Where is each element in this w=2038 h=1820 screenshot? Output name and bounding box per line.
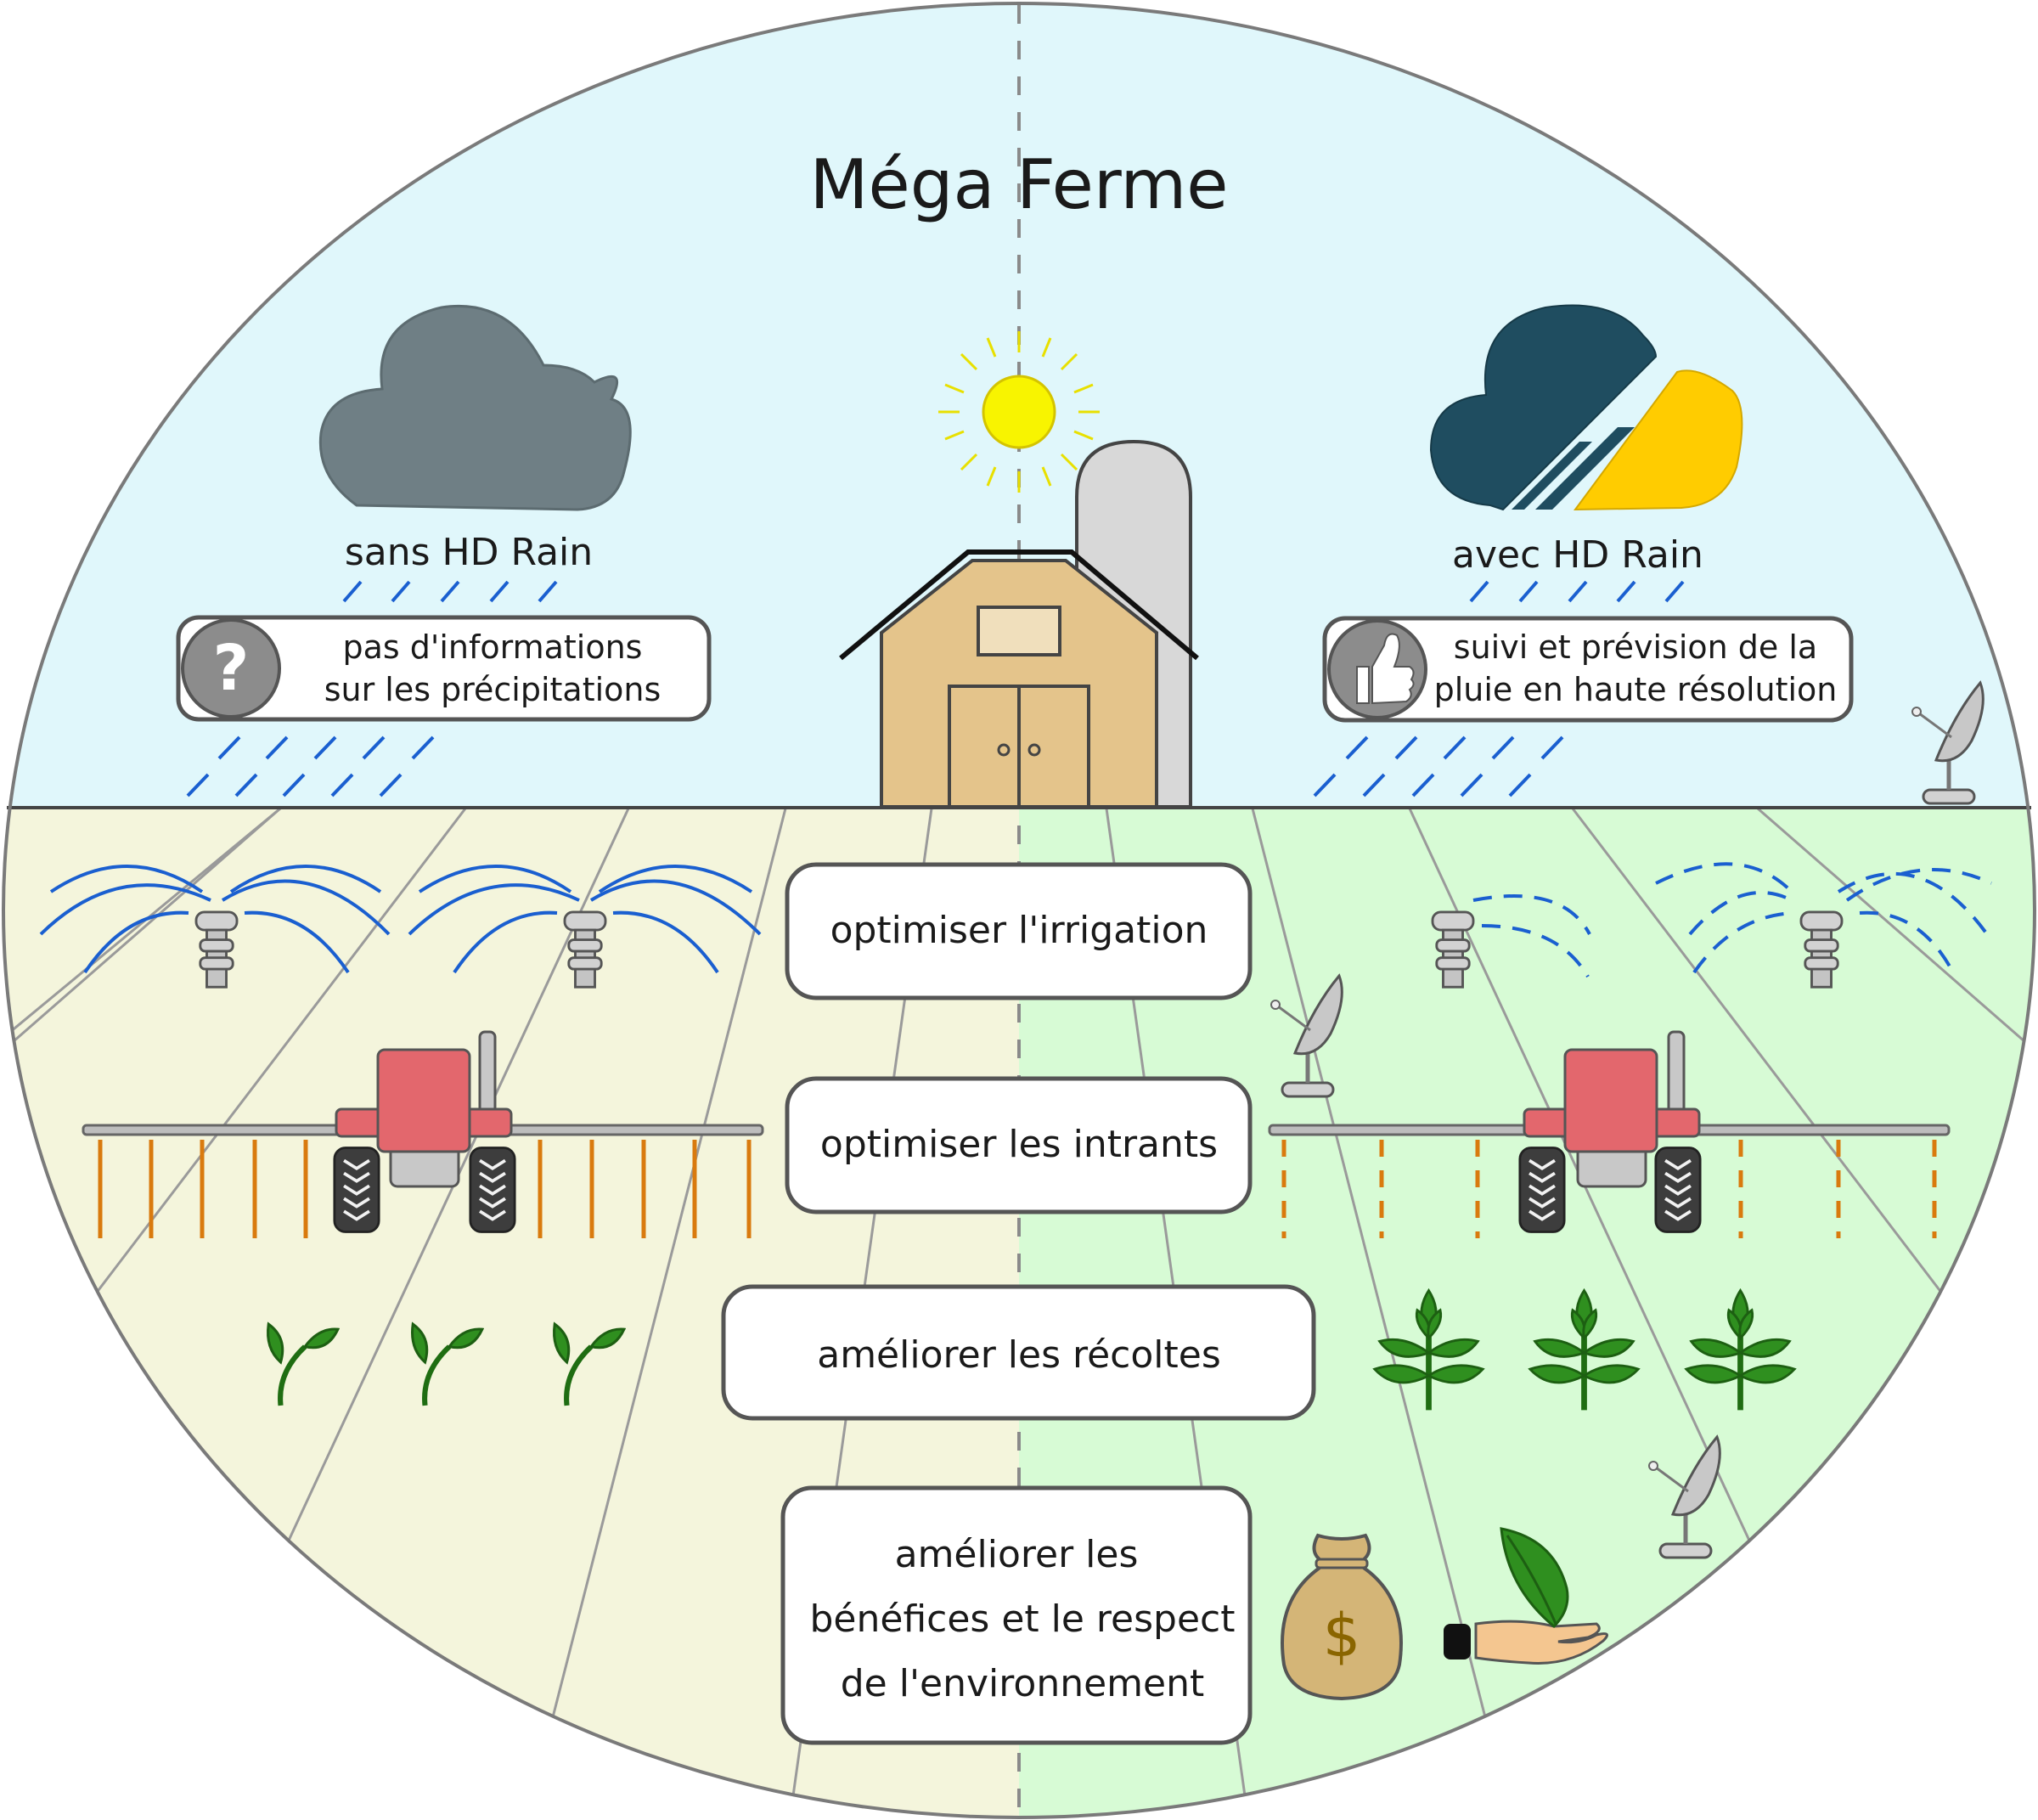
right-label: avec HD Rain — [1452, 533, 1703, 577]
svg-text:bénéfices et le respect: bénéfices et le respect — [810, 1597, 1236, 1641]
left-rain-top — [342, 580, 558, 603]
svg-text:améliorer les récoltes: améliorer les récoltes — [817, 1333, 1221, 1377]
page-title: Méga Ferme — [810, 145, 1229, 224]
left-label: sans HD Rain — [345, 531, 593, 574]
barn-icon — [839, 549, 1199, 809]
right-callout-line2: pluie en haute résolution — [1434, 671, 1838, 708]
svg-text:de l'environnement: de l'environnement — [841, 1662, 1204, 1705]
left-callout: ? pas d'informations sur les précipitati… — [176, 615, 712, 722]
grey-cloud-icon — [318, 304, 632, 511]
right-rain-top — [1469, 580, 1685, 603]
left-rain-bottom — [186, 735, 435, 797]
benefit-inputs: optimiser les intrants — [785, 1076, 1253, 1214]
right-rain-bottom — [1313, 735, 1564, 797]
svg-text:optimiser l'irrigation: optimiser l'irrigation — [830, 909, 1208, 952]
svg-text:?: ? — [213, 632, 250, 705]
money-bag-icon: $ — [1281, 1533, 1403, 1701]
benefit-profit-environment: améliorer les bénéfices et le respect de… — [780, 1485, 1253, 1745]
left-callout-line1: pas d'informations — [343, 628, 643, 666]
svg-text:optimiser les intrants: optimiser les intrants — [820, 1123, 1218, 1166]
question-icon — [181, 618, 281, 718]
benefit-irrigation: optimiser l'irrigation — [785, 862, 1253, 1000]
right-tractor-icon — [1268, 1030, 1951, 1238]
left-callout-line2: sur les précipitations — [324, 671, 662, 708]
left-tractor-icon — [82, 1030, 764, 1238]
sun-icon — [938, 331, 1100, 493]
hand-leaf-icon — [1444, 1527, 1608, 1665]
left-irrigation-spray — [39, 865, 762, 974]
svg-text:$: $ — [1323, 1601, 1361, 1671]
svg-text:améliorer les: améliorer les — [895, 1533, 1139, 1576]
right-callout: suivi et prévision de la pluie en haute … — [1322, 616, 1854, 723]
right-irrigation-spray — [1472, 862, 1992, 978]
hd-rain-logo-icon — [1429, 304, 1743, 511]
benefit-harvest: améliorer les récoltes — [721, 1284, 1316, 1421]
right-callout-line1: suivi et prévision de la — [1454, 628, 1817, 666]
